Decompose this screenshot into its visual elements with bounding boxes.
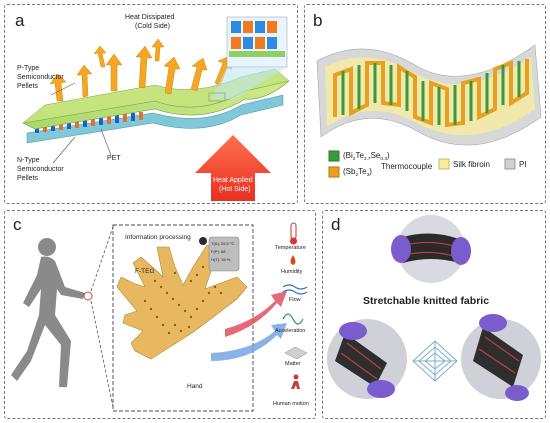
silk-fibroin-label: Silk fibroin	[453, 160, 490, 169]
screen-line-3: H(T): 35 %	[211, 257, 231, 262]
panel-c-label: c	[13, 215, 22, 234]
panel-b: b (Bi2Te2.7Se0.3) (Sb2Te3) Thermocouple …	[304, 4, 546, 204]
cold-side-label: (Cold Side)	[135, 23, 171, 30]
n-type-label: N-Type	[17, 157, 40, 164]
knitted-lattice	[412, 340, 458, 382]
panel-a-label: a	[15, 11, 25, 30]
humidity-icon	[290, 255, 296, 265]
legend-swatch-bite	[328, 150, 340, 162]
screen-line-1: T(A): 25.5 °C	[211, 241, 235, 246]
p-type-label: P-Type	[17, 65, 40, 72]
n-semiconductor-label: Semiconductor	[17, 166, 64, 173]
flow-icon	[282, 284, 308, 290]
pet-label: PET	[107, 155, 121, 162]
screen-line-2: F(P): 88	[211, 249, 226, 254]
output-acceleration-label: Acceleration	[275, 328, 306, 334]
thermometer-icon	[290, 222, 297, 240]
pellet-zoom-inset	[229, 21, 285, 57]
legend-swatch-silk	[438, 158, 450, 170]
p-pellets-label: Pellets	[17, 83, 39, 90]
info-screen	[208, 236, 240, 272]
thermocouple-array-diagram	[316, 44, 542, 178]
heat-applied-arrow	[195, 135, 271, 201]
p-semiconductor-label: Semiconductor	[17, 74, 64, 81]
panel-b-label: b	[313, 11, 323, 30]
pellet-row	[35, 112, 143, 133]
fteg-hand	[116, 244, 248, 360]
output-arrow-red	[225, 291, 287, 337]
pi-label: PI	[519, 160, 527, 169]
heat-applied-label: Heat Applied	[213, 177, 253, 184]
human-motion-icon	[291, 374, 300, 389]
information-processing-label: Information processing	[125, 234, 191, 241]
hand-fteg-diagram	[11, 222, 308, 412]
hot-side-label: (Hot Side)	[219, 186, 251, 193]
hand-label: Hand	[187, 383, 203, 390]
n-pellets-label: Pellets	[17, 175, 39, 182]
fteg-dots	[143, 265, 223, 335]
legend-bite-label: (Bi2Te2.7Se0.3)	[343, 151, 390, 162]
output-flow-label: Flow	[289, 297, 301, 303]
panel-a: a Heat Dissipated (Cold Side) P-Type Sem…	[4, 4, 298, 204]
acceleration-icon	[282, 313, 304, 325]
output-temperature-label: Temperature	[275, 245, 306, 251]
knitted-fabric-photos	[327, 215, 541, 401]
output-arrow-blue	[211, 323, 287, 361]
pet-substrate	[26, 94, 284, 144]
fabric-title: Stretchable knitted fabric	[363, 295, 490, 307]
thermocouple-serpentine	[333, 59, 529, 128]
legend-swatch-sbte	[328, 166, 340, 178]
matter-icon	[284, 346, 308, 360]
panel-c: c Information processing T(A): 25.5 °C F…	[4, 210, 316, 419]
legend-sbte-label: (Sb2Te3)	[343, 167, 372, 178]
legend-swatch-pi	[504, 158, 516, 170]
output-icons	[282, 222, 308, 389]
thermoelectric-pellet-diagram	[22, 16, 290, 201]
panel-d-label: d	[331, 215, 341, 234]
output-human-motion-label: Human motion	[273, 401, 309, 407]
panel-d: d Stretchable knitted fabric	[322, 210, 546, 419]
thermocouple-label: Thermocouple	[381, 162, 433, 171]
fteg-label: F-TEG	[135, 268, 155, 275]
heat-dissipated-label: Heat Dissipated	[125, 14, 175, 21]
running-person-silhouette	[11, 238, 85, 387]
output-humidity-label: Humidity	[281, 269, 303, 275]
output-matter-label: Matter	[285, 361, 301, 367]
